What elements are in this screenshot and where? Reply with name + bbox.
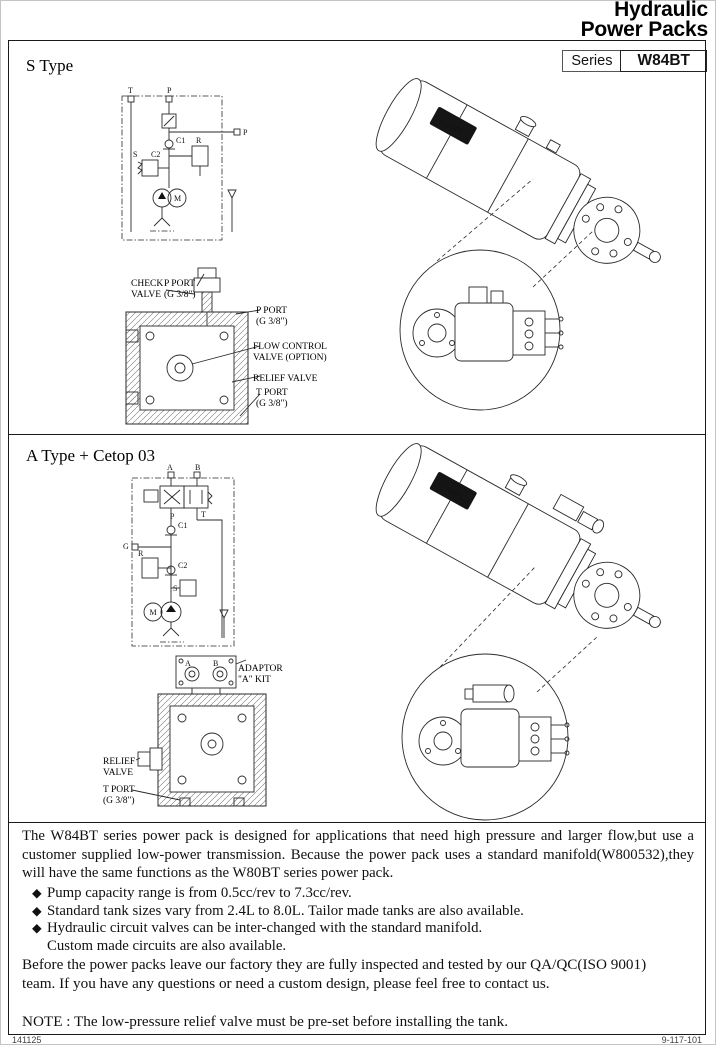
bullet-item: ◆ Pump capacity range is from 0.5cc/rev …: [32, 885, 524, 903]
bullet-text: Pump capacity range is from 0.5cc/rev to…: [47, 885, 352, 901]
s-callout-t-port: T PORT (G 3/8"): [256, 388, 288, 409]
s-circuit-r-label: R: [196, 136, 202, 145]
page-title-line1: Hydraulic: [614, 0, 708, 21]
content-frame: [8, 40, 706, 1035]
s-circuit-s-label: S: [133, 150, 137, 159]
bullet-indent-spacer: [32, 938, 47, 956]
s-tank: LABEL: [375, 78, 661, 264]
a-circuit-a-label: A: [167, 463, 173, 472]
a-callout-relief-valve: RELIEF VALVE: [103, 757, 136, 778]
s-callout-relief-valve: RELIEF VALVE: [253, 374, 318, 384]
a-type-isometric-drawing: LABEL: [375, 443, 661, 821]
a-circuit-b-label: B: [195, 463, 200, 472]
bullet-item: ◆ Standard tank sizes vary from 2.4L to …: [32, 903, 524, 921]
a-circuit-p-label: P: [170, 512, 175, 521]
a-detail-pump-assembly: [418, 684, 570, 768]
bullet-item-continuation: Custom made circuits are also available.: [32, 938, 524, 956]
page-title-line2: Power Packs: [580, 18, 709, 41]
s-circuit-m-label: M: [174, 194, 181, 203]
s-circuit-p-label: P: [167, 86, 172, 95]
s-detail-circle: [399, 249, 561, 411]
s-callout-p-port-top: P PORT (G 3/8"): [164, 279, 196, 300]
a-tank: LABEL: [375, 443, 661, 629]
feature-bullet-list: ◆ Pump capacity range is from 0.5cc/rev …: [32, 885, 524, 955]
inspection-paragraph: Before the power packs leave our factory…: [22, 956, 647, 992]
s-callout-check-valve: CHECK VALVE: [131, 279, 164, 300]
bullet-item: ◆ Hydraulic circuit valves can be inter-…: [32, 920, 524, 938]
series-box: Series W84BT: [562, 50, 707, 72]
s-type-isometric-drawing: LABEL: [375, 78, 661, 411]
a-type-manifold-drawing: A B: [131, 655, 267, 807]
section-divider: [8, 434, 706, 435]
a-callout-t-port: T PORT (G 3/8"): [103, 785, 135, 806]
s-type-circuit-diagram: T P C1 P R S C2 M: [121, 86, 248, 241]
s-type-manifold-drawing: [125, 267, 261, 425]
bullet-text: Standard tank sizes vary from 2.4L to 8.…: [47, 902, 524, 919]
s-type-heading: S Type: [26, 56, 74, 75]
bullet-text: Hydraulic circuit valves can be inter-ch…: [47, 920, 483, 936]
a-circuit-r-label: R: [138, 549, 144, 558]
a-circuit-s-label: S: [173, 584, 177, 593]
a-circuit-t-label: T: [201, 510, 206, 519]
footer-doc-number-right: 9-117-101: [661, 1035, 702, 1045]
bullet-text: Custom made circuits are also available.: [47, 937, 287, 954]
a-circuit-c2-label: C2: [178, 561, 187, 570]
diamond-bullet-icon: ◆: [32, 921, 42, 935]
a-type-heading: A Type + Cetop 03: [26, 446, 155, 465]
a-circuit-g-label: G: [123, 542, 129, 551]
a-circuit-m-label: M: [150, 608, 157, 617]
a-manifold-port-a-label: A: [185, 659, 191, 668]
s-detail-pump-assembly: [412, 286, 564, 362]
a-circuit-c1-label: C1: [178, 521, 187, 530]
a-type-circuit-diagram: A B P T C1 G R C2 S M: [123, 463, 235, 647]
footer-doc-number-left: 141125: [12, 1035, 42, 1045]
s-callout-flow-control: FLOW CONTROL VALVE (OPTION): [253, 342, 327, 363]
series-value: W84BT: [620, 50, 707, 72]
intro-paragraph: The W84BT series power pack is designed …: [22, 828, 694, 881]
s-circuit-t-label: T: [128, 86, 133, 95]
text-divider: [8, 822, 706, 823]
note-line: NOTE : The low-pressure relief valve mus…: [22, 1013, 508, 1030]
page-title: Hydraulic Power Packs: [580, 0, 709, 41]
s-callout-p-port-right: P PORT (G 3/8"): [256, 306, 288, 327]
a-manifold-port-b-label: B: [213, 659, 218, 668]
diamond-bullet-icon: ◆: [32, 886, 42, 900]
s-circuit-p-right-label: P: [243, 128, 248, 137]
a-callout-adaptor-kit: ADAPTOR "A" KIT: [238, 664, 283, 685]
s-circuit-c1-label: C1: [176, 136, 185, 145]
diamond-bullet-icon: ◆: [32, 903, 42, 918]
s-circuit-c2-label: C2: [151, 150, 160, 159]
